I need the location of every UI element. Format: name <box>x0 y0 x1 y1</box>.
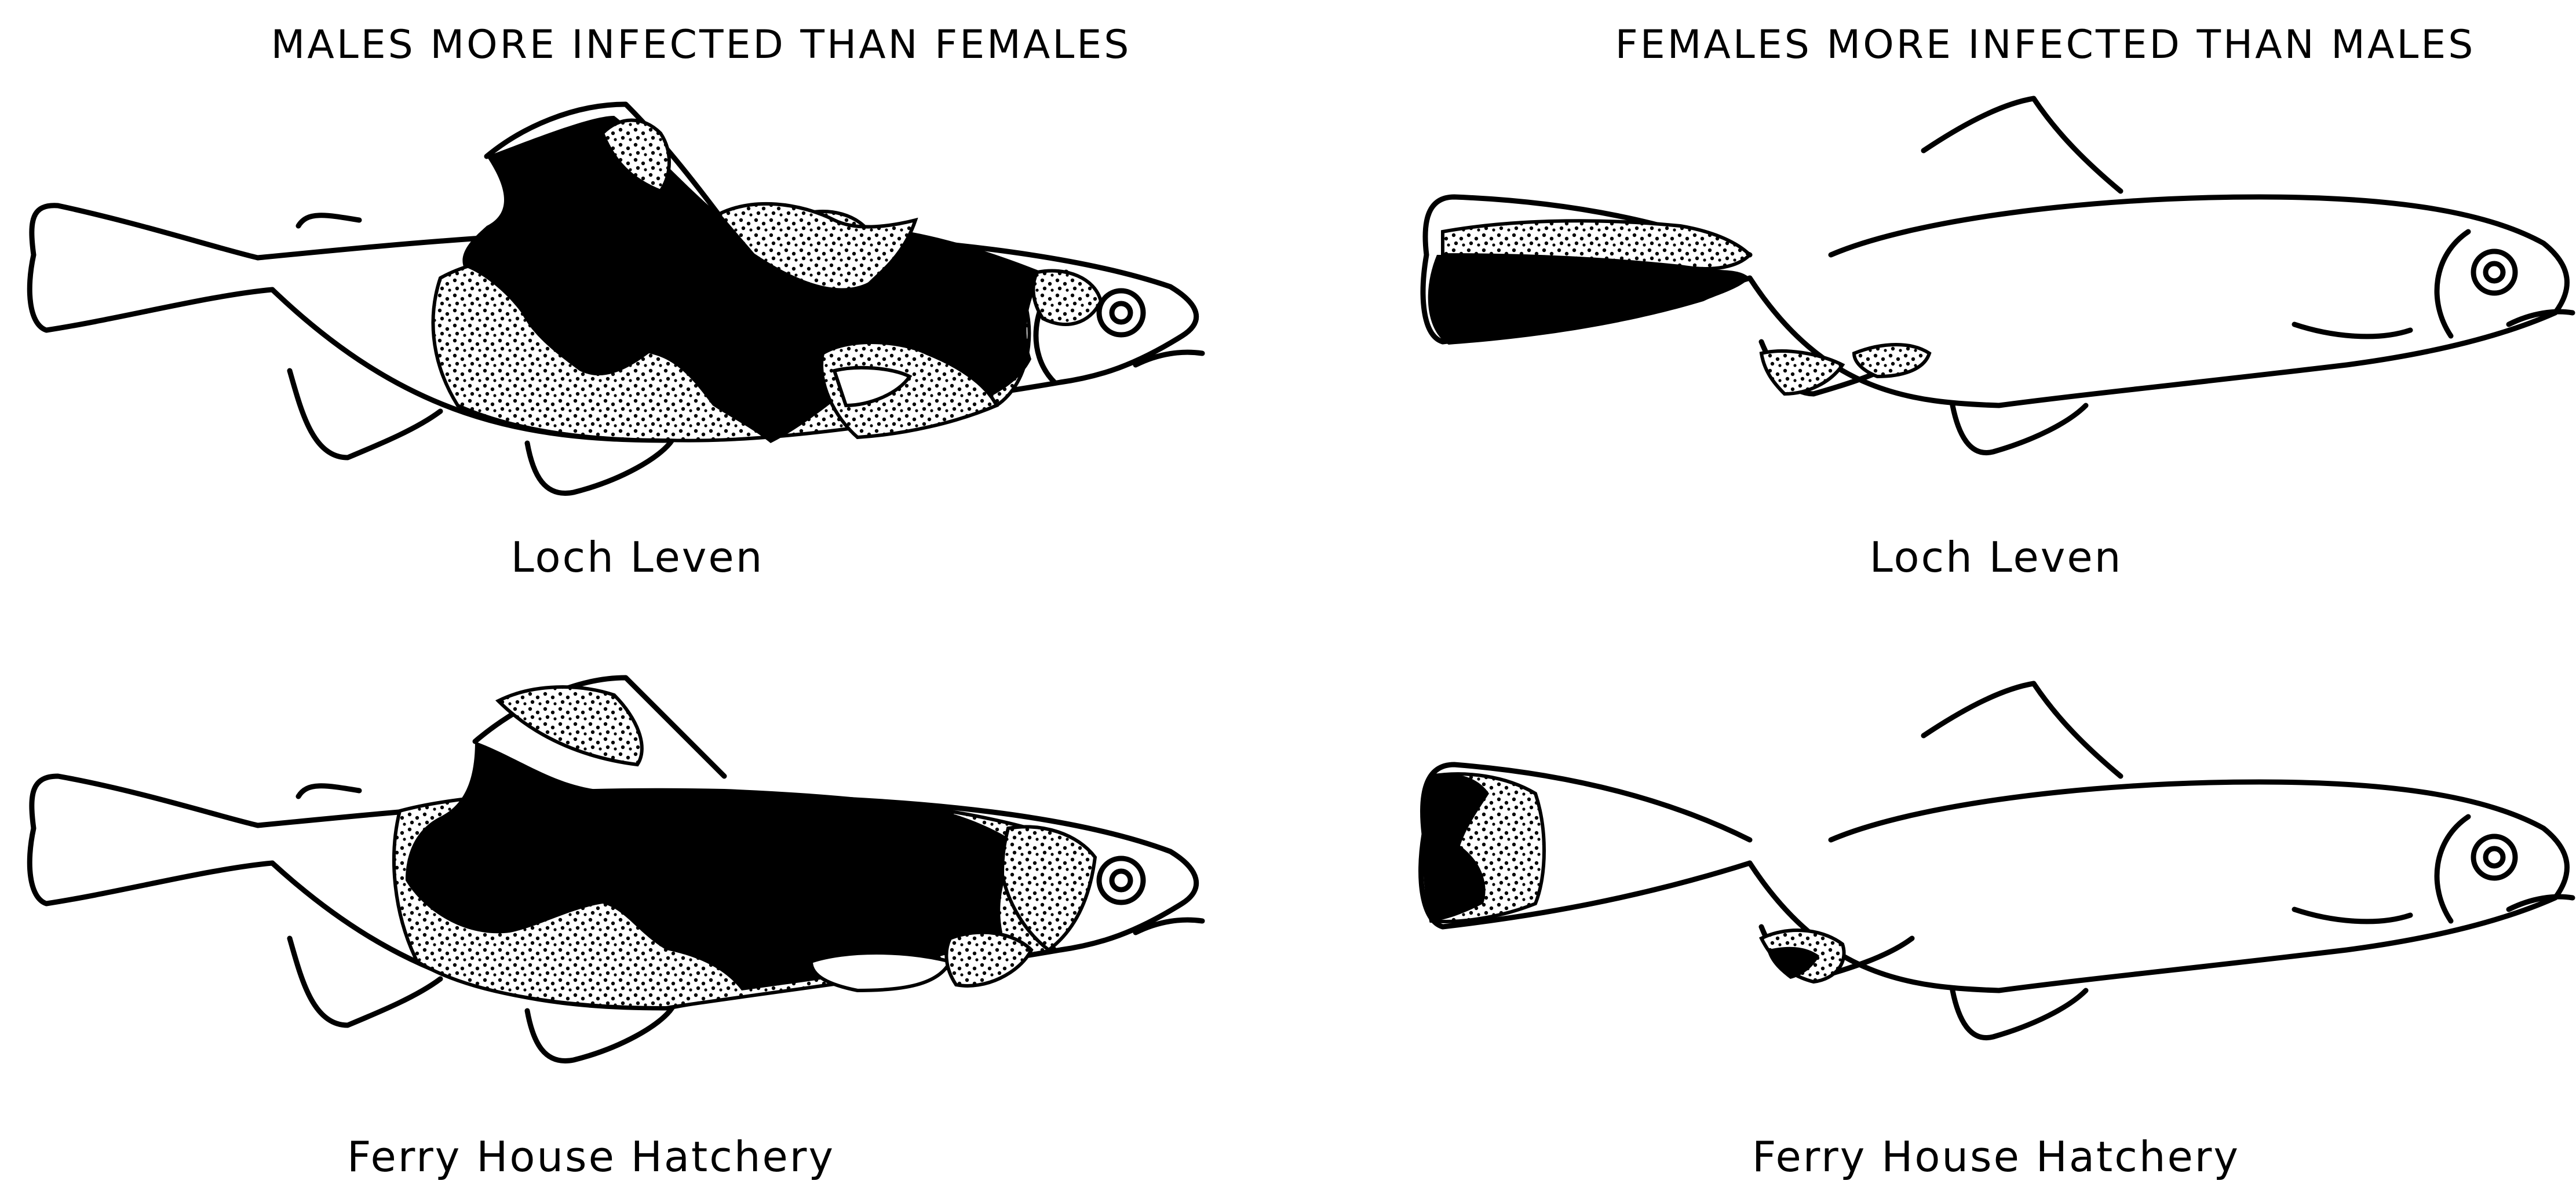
fish-diagram-males-ferry-house <box>0 660 1275 1112</box>
caption-males-loch-leven: Loch Leven <box>511 533 764 582</box>
caption-females-loch-leven: Loch Leven <box>1870 533 2123 582</box>
left-column-heading: MALES MORE INFECTED THAN FEMALES <box>271 22 1132 68</box>
caption-females-ferry-house: Ferry House Hatchery <box>1752 1132 2240 1181</box>
right-column-heading: FEMALES MORE INFECTED THAN MALES <box>1615 22 2476 68</box>
fish-diagram-females-ferry-house <box>1391 660 2576 1112</box>
fish-diagram-females-loch-leven <box>1391 81 2576 533</box>
fish-diagram-males-loch-leven <box>0 81 1275 533</box>
caption-males-ferry-house: Ferry House Hatchery <box>347 1132 835 1181</box>
